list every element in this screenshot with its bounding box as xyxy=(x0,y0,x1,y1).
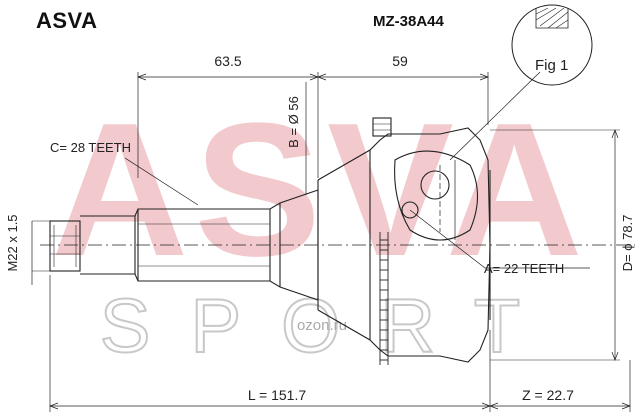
dim-top-left: 63.5 xyxy=(214,53,241,69)
teeth-abs-ring: A= 22 TEETH xyxy=(484,261,564,276)
dim-top-right: 59 xyxy=(392,53,408,69)
figure-label: Fig 1 xyxy=(535,57,568,74)
watermark-url: ozon.ru xyxy=(297,317,347,334)
dim-z-length: Z = 22.7 xyxy=(522,387,574,403)
dim-bearing-dia: B = Ø 56 xyxy=(286,96,301,148)
watermark: ASVA SPORT ozon.ru xyxy=(51,84,583,370)
dim-outer-dia: D= ϕ 78.7 xyxy=(620,215,635,272)
dim-thread: M22 x 1.5 xyxy=(5,214,20,271)
drawing-lines xyxy=(31,4,635,412)
teeth-shaft: C= 28 TEETH xyxy=(50,140,131,155)
part-number: MZ-38A44 xyxy=(373,13,444,30)
brand-logo: ASVA xyxy=(36,8,98,33)
dim-length: L = 151.7 xyxy=(248,387,306,403)
abs-ring xyxy=(379,232,389,365)
